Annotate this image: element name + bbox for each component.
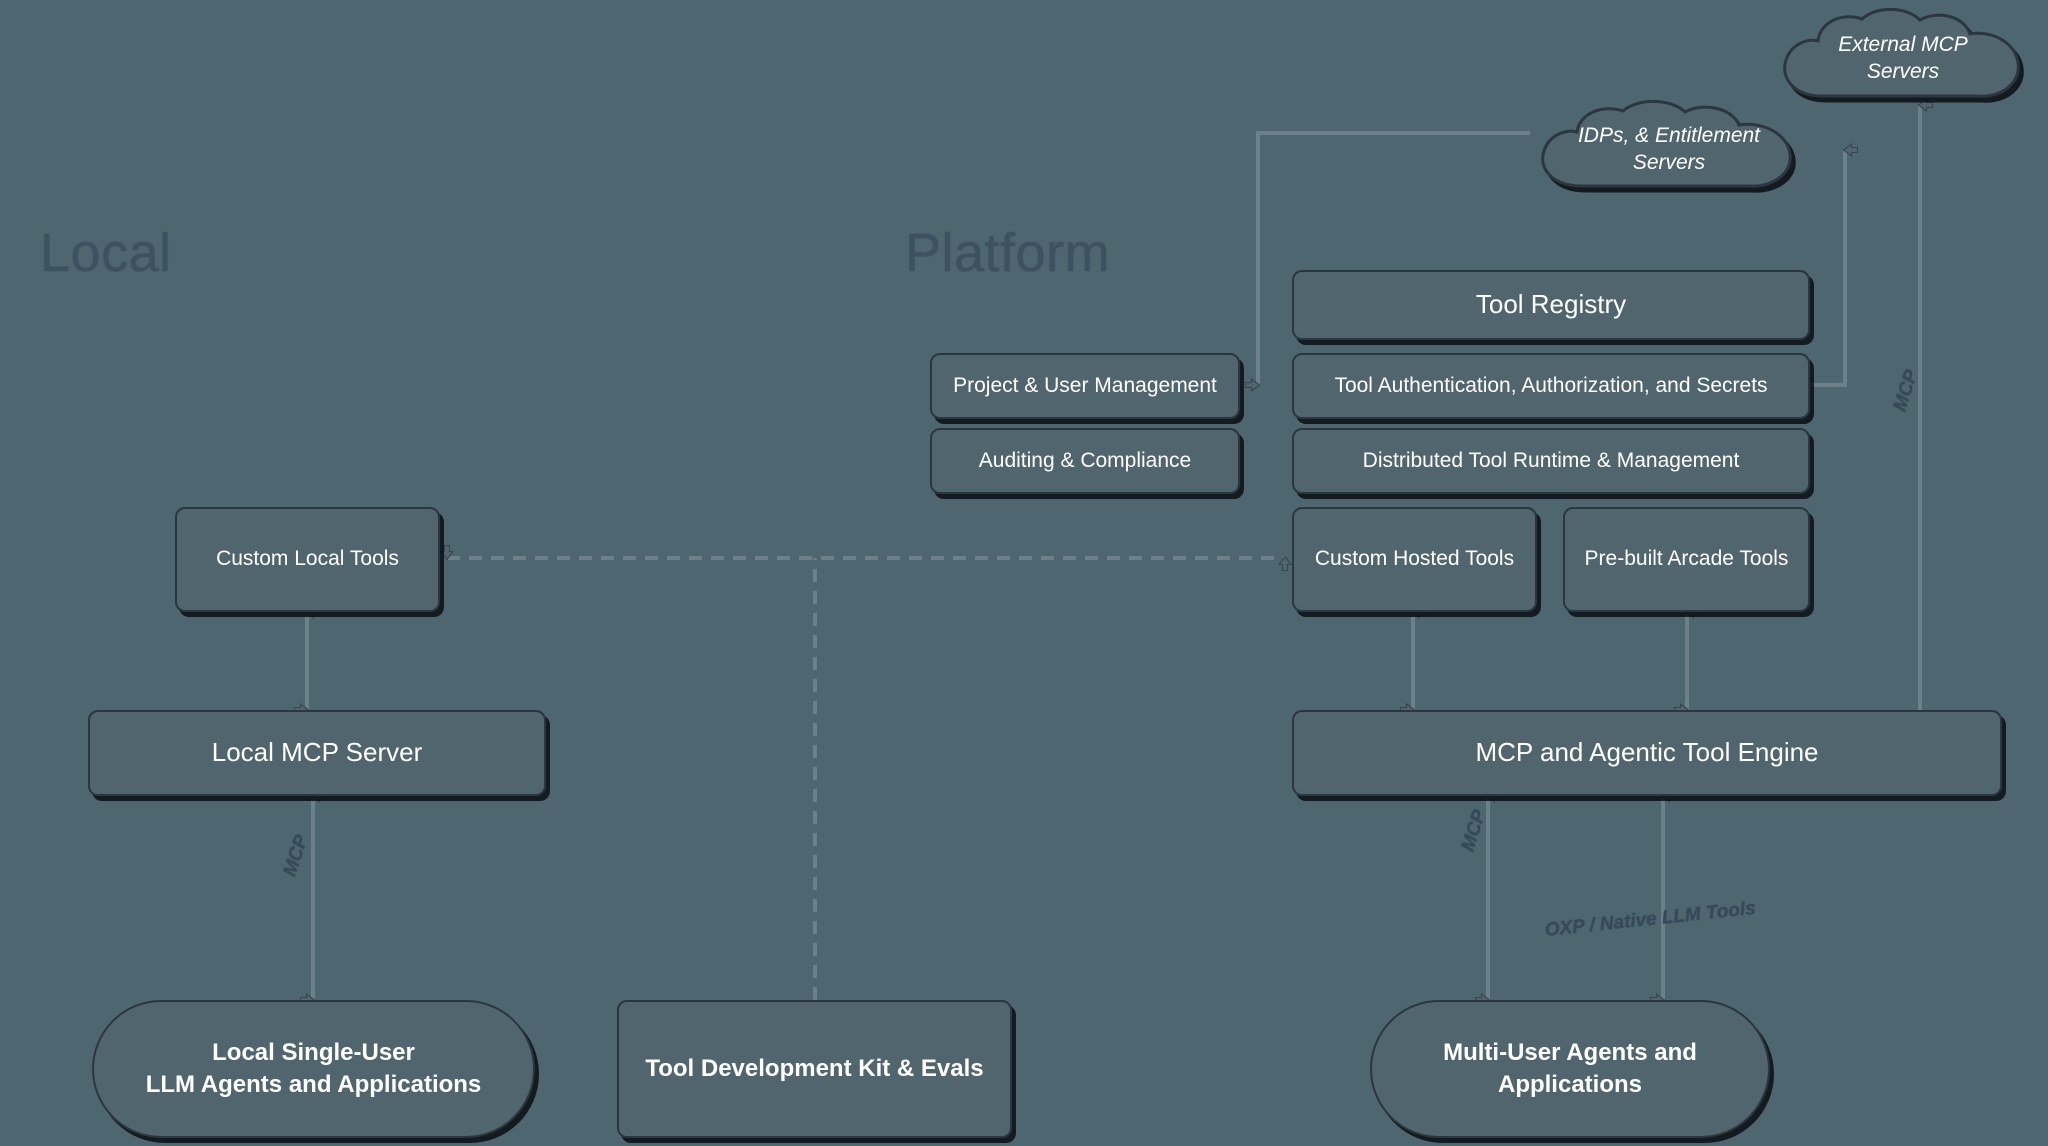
- node-custom-local-tools-label: Custom Local Tools: [216, 547, 399, 571]
- cloud-idps-entitlement-servers[interactable]: IDPs, & Entitlement Servers: [1528, 100, 1810, 198]
- cloud-shape-idps: [1541, 100, 1792, 188]
- node-prebuilt-arcade-tools-label: Pre-built Arcade Tools: [1584, 547, 1789, 571]
- cloud-external-mcp-servers[interactable]: External MCP Servers: [1772, 8, 2034, 108]
- node-prebuilt-arcade-tools[interactable]: Pre-built Arcade Tools: [1563, 507, 1810, 612]
- node-local-mcp-server[interactable]: Local MCP Server: [88, 710, 546, 796]
- edge-label-oxp-native: OXP / Native LLM Tools: [1543, 897, 1757, 941]
- node-local-single-user-agents-line2: LLM Agents and Applications: [145, 1071, 482, 1098]
- node-project-user-management[interactable]: Project & User Management: [930, 353, 1240, 419]
- node-distributed-tool-runtime[interactable]: Distributed Tool Runtime & Management: [1292, 428, 1810, 494]
- cloud-idps-label-line1: IDPs, & Entitlement: [1577, 123, 1761, 147]
- edge-label-mcp-local: MCP: [279, 832, 313, 880]
- group-platform-label: Platform: [905, 223, 1111, 283]
- node-tool-auth-label: Tool Authentication, Authorization, and …: [1334, 373, 1768, 397]
- node-tool-registry-label: Tool Registry: [1475, 289, 1627, 320]
- node-custom-local-tools[interactable]: Custom Local Tools: [175, 507, 440, 612]
- node-local-single-user-agents[interactable]: Local Single-User LLM Agents and Applica…: [92, 1000, 535, 1138]
- cloud-external-mcp-servers-label: External MCP Servers: [1838, 32, 1968, 83]
- node-multi-user-agents[interactable]: Multi-User Agents and Applications: [1370, 1000, 1770, 1138]
- node-local-mcp-server-label: Local MCP Server: [211, 737, 423, 768]
- node-tool-development-kit[interactable]: Tool Development Kit & Evals: [617, 1000, 1012, 1138]
- cloud-shape-external: [1783, 8, 2020, 98]
- node-tool-auth[interactable]: Tool Authentication, Authorization, and …: [1292, 353, 1810, 419]
- node-tool-registry[interactable]: Tool Registry: [1292, 270, 1810, 340]
- node-auditing-compliance[interactable]: Auditing & Compliance: [930, 428, 1240, 494]
- node-multi-user-agents-line2: Applications: [1497, 1071, 1642, 1098]
- node-auditing-compliance-label: Auditing & Compliance: [978, 448, 1192, 472]
- node-project-user-management-label: Project & User Management: [953, 373, 1217, 397]
- node-mcp-agentic-tool-engine[interactable]: MCP and Agentic Tool Engine: [1292, 710, 2002, 796]
- node-tool-development-kit-label: Tool Development Kit & Evals: [645, 1054, 984, 1082]
- group-local-label: Local: [40, 223, 172, 283]
- node-custom-hosted-tools[interactable]: Custom Hosted Tools: [1292, 507, 1537, 612]
- node-multi-user-agents-line1: Multi-User Agents and: [1443, 1038, 1697, 1066]
- cloud-idps-label-line2: Servers: [1632, 151, 1706, 174]
- edge-label-mcp-engine: MCP: [1457, 807, 1491, 855]
- node-local-single-user-agents-line1: Local Single-User: [212, 1038, 415, 1066]
- node-mcp-agentic-tool-engine-label: MCP and Agentic Tool Engine: [1475, 737, 1819, 768]
- node-custom-hosted-tools-label: Custom Hosted Tools: [1314, 547, 1515, 571]
- node-distributed-tool-runtime-label: Distributed Tool Runtime & Management: [1362, 448, 1740, 472]
